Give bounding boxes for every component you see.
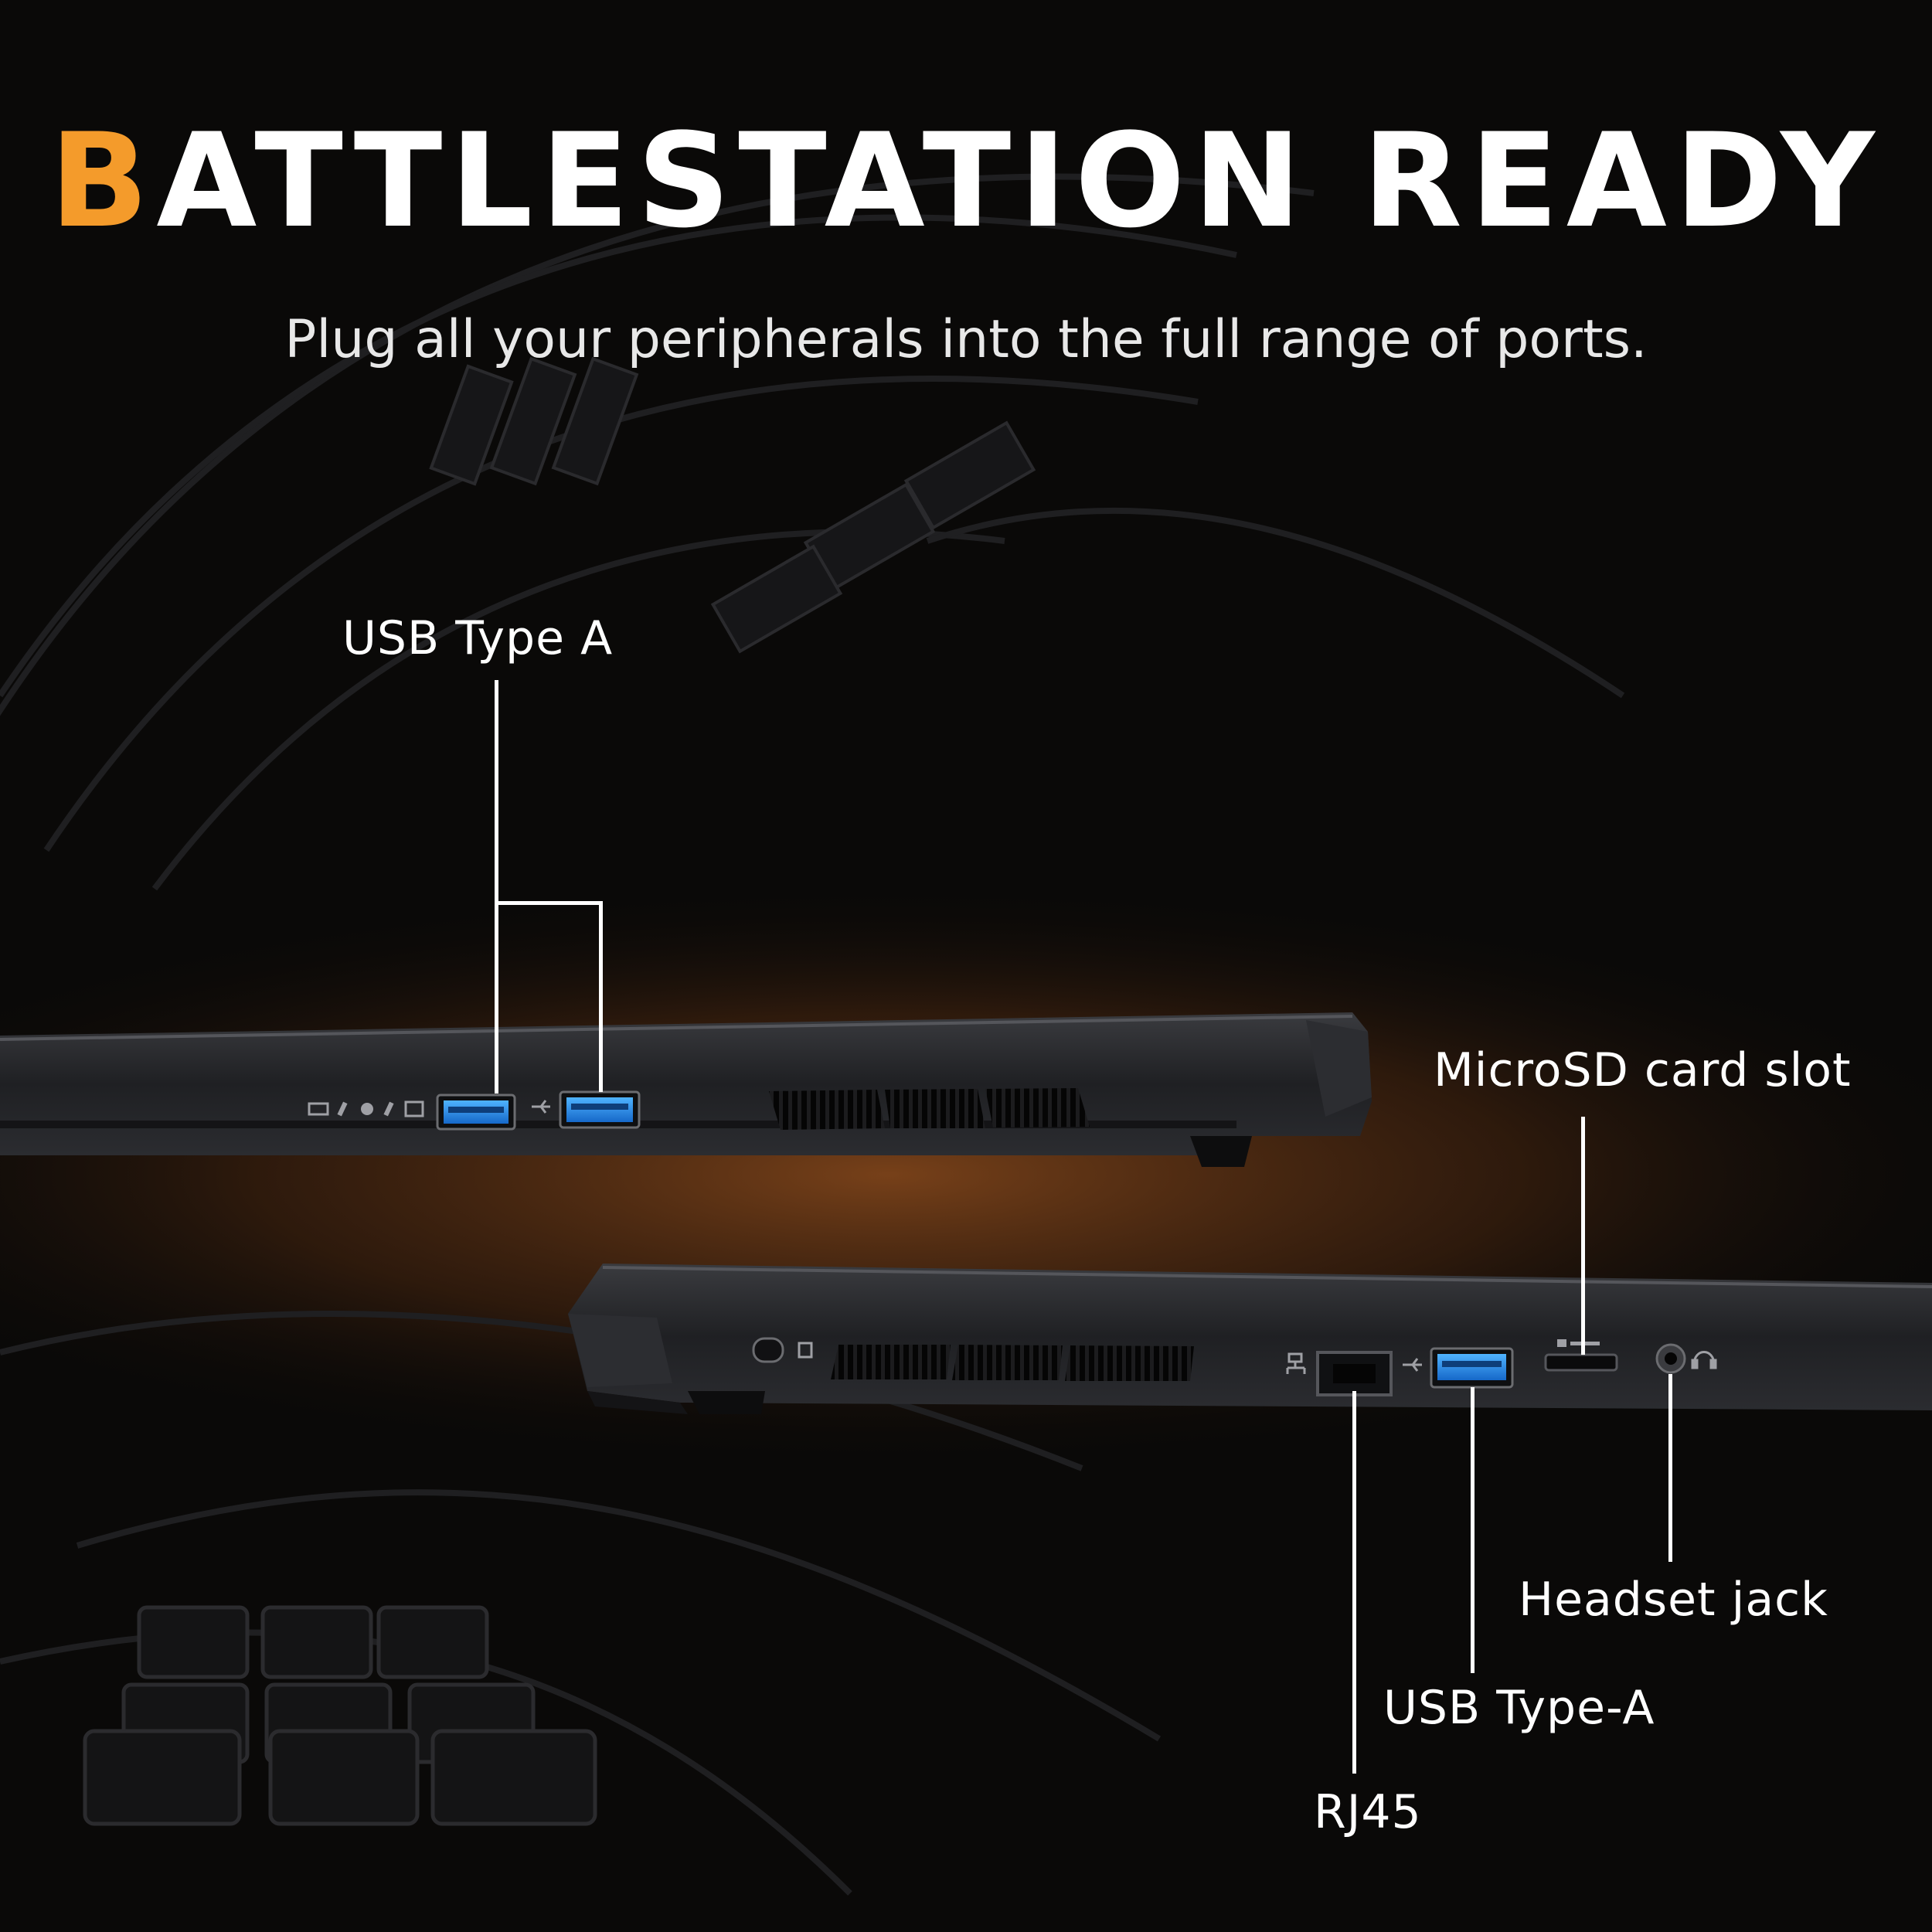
- leader-line: [1581, 1117, 1585, 1355]
- ethernet-icon: [1286, 1352, 1306, 1374]
- callout-microsd: MicroSD card slot: [1434, 1043, 1852, 1097]
- usb-port-left-1: [436, 1094, 516, 1131]
- leader-line: [495, 680, 498, 1094]
- leader-line: [1471, 1387, 1475, 1673]
- power-light-icon: [361, 1103, 373, 1115]
- callout-usb-type-a-left: USB Type A: [342, 611, 614, 665]
- usb-port-right: [1430, 1347, 1514, 1389]
- usb-icon: [532, 1100, 550, 1114]
- callout-usb-type-a-right: USB Type-A: [1383, 1681, 1655, 1735]
- vent-grille-right: [831, 1345, 1194, 1381]
- background-vents: [429, 356, 1036, 654]
- headline: BATTLESTATION READY: [0, 116, 1932, 246]
- subtitle: Plug all your peripherals into the full …: [284, 309, 1648, 370]
- rj45-port: [1316, 1351, 1393, 1396]
- leader-line: [1668, 1374, 1672, 1562]
- headset-port: [1655, 1343, 1686, 1374]
- indicator-icons: [308, 1100, 424, 1117]
- callout-rj45: RJ45: [1314, 1785, 1422, 1839]
- laptop-left-side: [0, 1012, 1372, 1167]
- headline-initial: B: [49, 105, 157, 257]
- callout-headset: Headset jack: [1519, 1573, 1828, 1627]
- leader-line: [495, 901, 603, 905]
- microsd-slot: [1544, 1353, 1618, 1372]
- usb-icon: [1403, 1358, 1422, 1372]
- background-keys: [83, 1605, 597, 1826]
- leader-line: [599, 901, 603, 1092]
- microsd-icon: [1557, 1339, 1600, 1347]
- leader-line: [1352, 1391, 1356, 1774]
- vent-grille-left: [769, 1088, 1090, 1130]
- laptop-right-side: [568, 1264, 1932, 1414]
- lock-icon: [752, 1337, 813, 1363]
- battery-icon: [308, 1102, 329, 1116]
- headset-icon: [1691, 1351, 1717, 1369]
- usb-port-left-2: [559, 1090, 641, 1129]
- headline-rest: ATTLESTATION READY: [156, 105, 1883, 257]
- hdd-light-icon: [404, 1100, 424, 1117]
